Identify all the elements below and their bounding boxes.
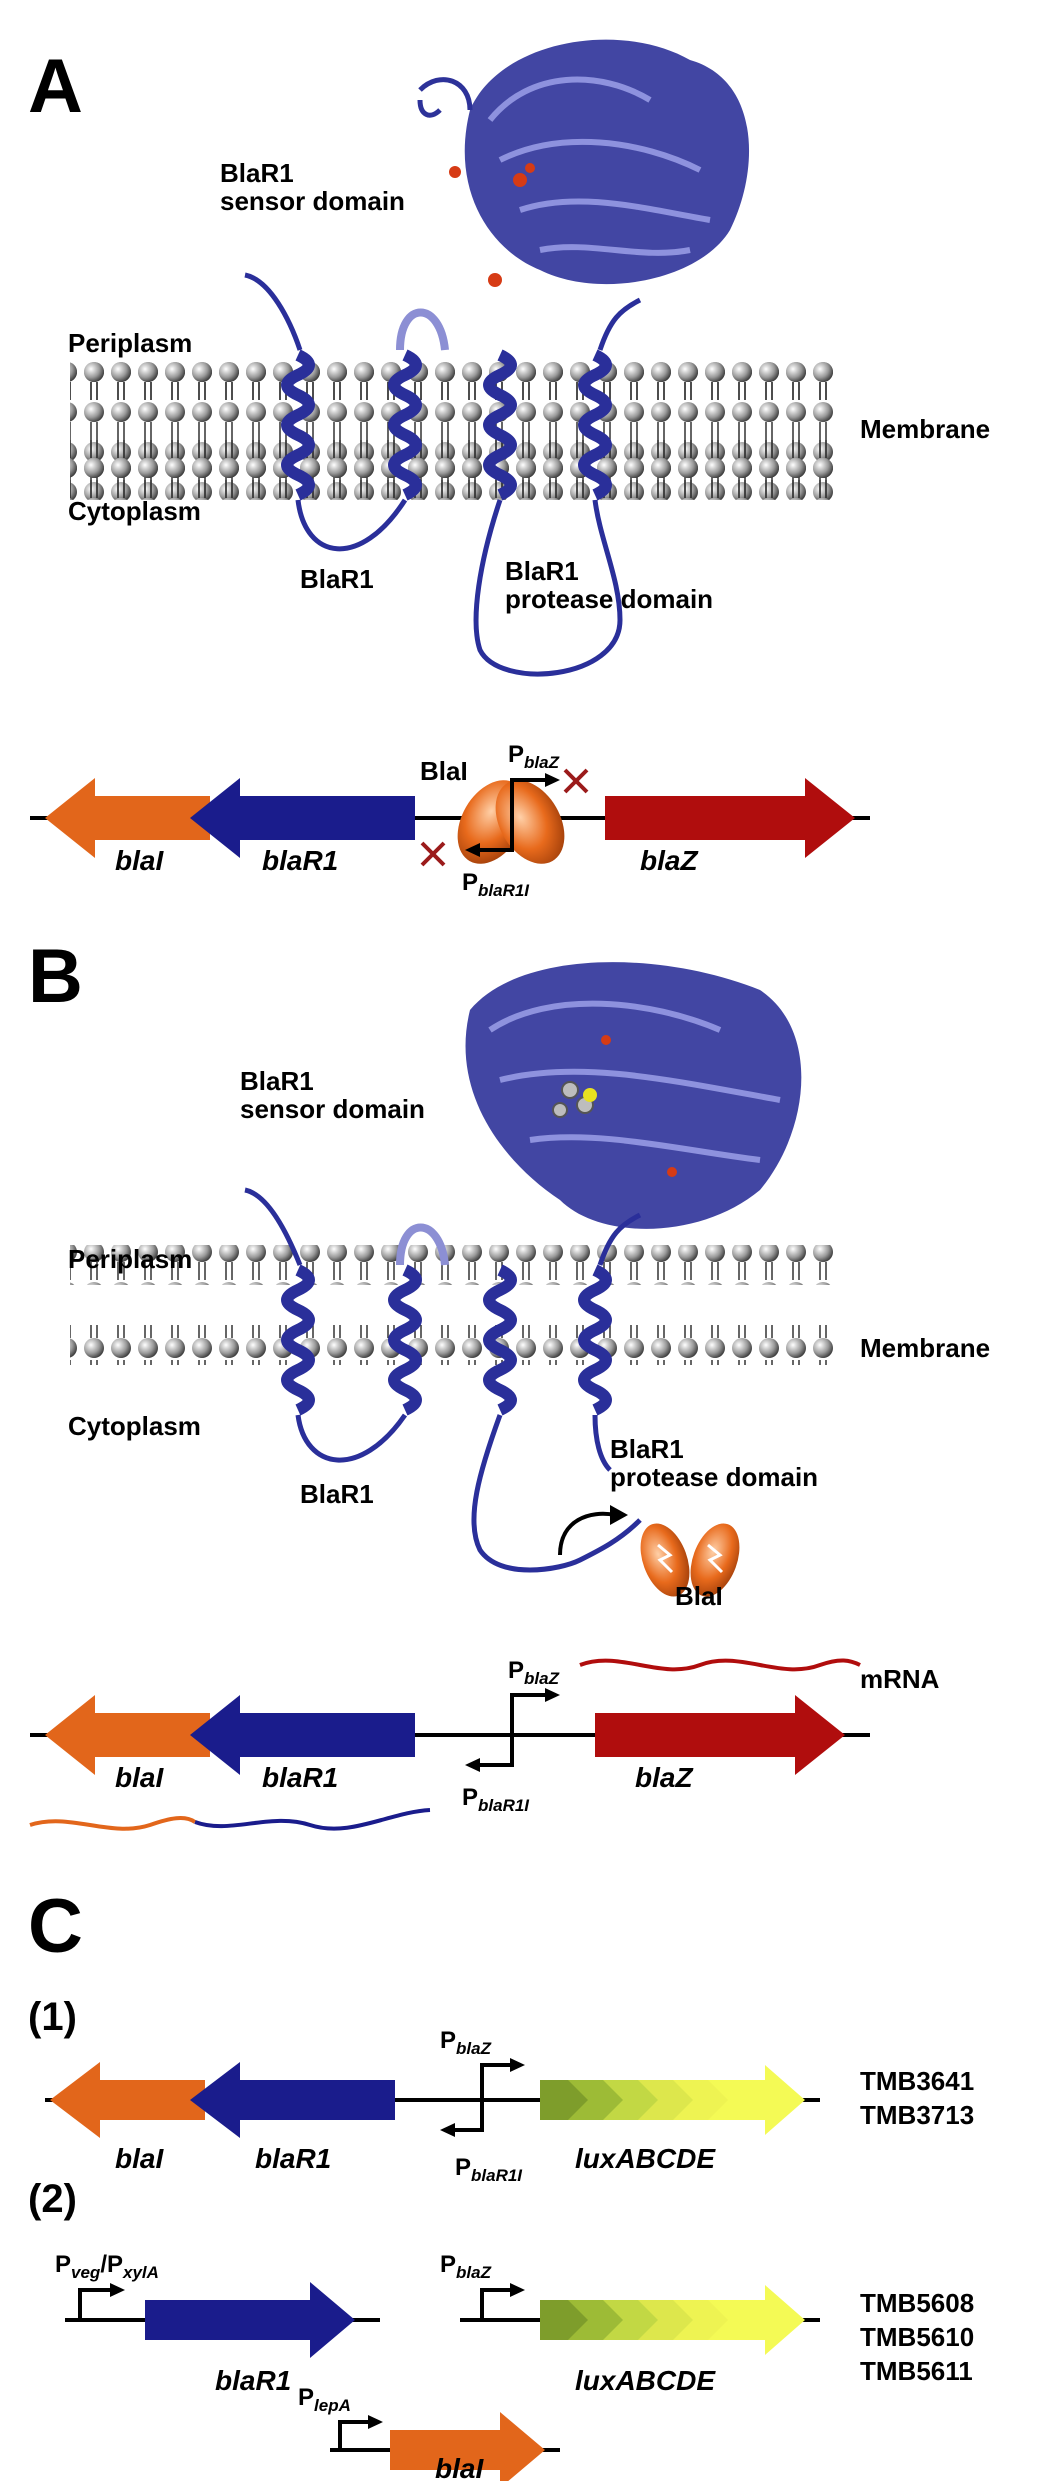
pveg-pxyla-label: Pveg/PxylA xyxy=(55,2251,159,2282)
pblar1i-label-c1: PblaR1I xyxy=(455,2154,523,2185)
blaz-gene-arrow-a xyxy=(605,778,855,858)
protease-domain-label-a: BlaR1 protease domain xyxy=(505,556,713,614)
construct-1-label: (1) xyxy=(28,1995,77,2039)
blar1-gene-arrow-c1 xyxy=(190,2062,395,2138)
blai-protein-label-a: BlaI xyxy=(420,756,468,786)
pblaz-label-a: PblaZ xyxy=(508,741,560,772)
construct-2-label: (2) xyxy=(28,2177,77,2221)
mrna-blai-wave xyxy=(29,1816,197,1831)
membrane-label-a: Membrane xyxy=(860,414,990,444)
blar1-gene-arrow-b xyxy=(190,1695,415,1775)
pblar1i-label-b: PblaR1I xyxy=(462,1784,530,1815)
membrane-label-b: Membrane xyxy=(860,1333,990,1363)
blai-gene-arrow-c2 xyxy=(390,2412,545,2481)
panel-a: A BlaR1 sensor domain Periplasm Cytoplas… xyxy=(28,39,990,900)
blar1-transmembrane-b xyxy=(244,1187,642,1573)
blai-gene-arrow-c1 xyxy=(50,2062,205,2138)
blar1-gene-label-c1: blaR1 xyxy=(255,2143,331,2174)
construct-1-map: blaI blaR1 luxABCDE PblaZ PblaR1I TMB364… xyxy=(45,2027,974,2185)
panel-c: C (1) blaI blaR1 luxABCDE PblaZ PblaR xyxy=(28,1884,974,2481)
pblaz-label-c1: PblaZ xyxy=(440,2027,492,2058)
membrane-top-leaflet-b xyxy=(70,1245,840,1285)
membrane-bottom-leaflet-b xyxy=(70,1325,840,1365)
sensor-domain-structure xyxy=(417,39,750,287)
panel-letter-c: C xyxy=(28,1884,83,1969)
mrna-blaz-wave xyxy=(579,1658,861,1672)
pblar1i-label-a: PblaR1I xyxy=(462,869,530,900)
blar1-gene-arrow-a xyxy=(190,778,415,858)
periplasm-label-a: Periplasm xyxy=(68,328,192,358)
strain-tmb5611: TMB5611 xyxy=(860,2356,973,2386)
sensor-domain-structure-b xyxy=(465,962,802,1229)
periplasm-label-b: Periplasm xyxy=(68,1244,192,1274)
blai-gene-label-a: blaI xyxy=(115,845,164,876)
lux-gene-label-c2: luxABCDE xyxy=(575,2365,716,2396)
pblaz-label-c2: PblaZ xyxy=(440,2251,492,2282)
blar1-gene-label-b: blaR1 xyxy=(262,1762,338,1793)
blai-gene-arrow-b xyxy=(45,1695,210,1775)
blai-gene-label-c1: blaI xyxy=(115,2143,164,2174)
strain-tmb3641: TMB3641 xyxy=(860,2066,974,2096)
strain-tmb5608: TMB5608 xyxy=(860,2288,974,2318)
blai-protein-label-b: BlaI xyxy=(675,1581,723,1611)
blar1-gene-label-c2: blaR1 xyxy=(215,2365,291,2396)
protease-domain-label-b: BlaR1 protease domain xyxy=(610,1434,818,1492)
blar1-gene-label-a: blaR1 xyxy=(262,845,338,876)
lux-operon-arrows-c1 xyxy=(540,2065,805,2135)
panel-letter-a: A xyxy=(28,44,83,129)
mrna-label-b: mRNA xyxy=(860,1664,940,1694)
blaz-gene-label-a: blaZ xyxy=(640,845,698,876)
strain-tmb5610: TMB5610 xyxy=(860,2322,974,2352)
cytoplasm-label-a: Cytoplasm xyxy=(68,496,201,526)
lux-operon-arrows-c2 xyxy=(540,2285,805,2355)
plepa-label: PlepA xyxy=(298,2384,351,2415)
blocked-transcription-x-a xyxy=(420,768,589,867)
blaz-gene-label-b: blaZ xyxy=(635,1762,693,1793)
construct-2-map: Pveg/PxylA blaR1 PblaZ luxABCDE PlepA xyxy=(55,2251,974,2481)
gene-map-b: blaI blaR1 blaZ PblaZ PblaR1I mRNA xyxy=(29,1657,940,1831)
cytoplasm-label-b: Cytoplasm xyxy=(68,1411,201,1441)
cleavage-arrow-b xyxy=(558,1511,616,1556)
blai-gene-label-b: blaI xyxy=(115,1762,164,1793)
blar1-gene-arrow-c2 xyxy=(145,2282,355,2358)
strain-tmb3713: TMB3713 xyxy=(860,2100,974,2130)
lux-gene-label-c1: luxABCDE xyxy=(575,2143,716,2174)
panel-b: B BlaR1 sensor domain Periplasm Cytoplas… xyxy=(28,934,990,1831)
sensor-domain-label-b: BlaR1 sensor domain xyxy=(240,1066,425,1124)
blar1-label-a: BlaR1 xyxy=(300,564,374,594)
pblaz-label-b: PblaZ xyxy=(508,1657,560,1688)
blar1-label-b: BlaR1 xyxy=(300,1479,374,1509)
blar1-transmembrane-a xyxy=(244,272,642,677)
mrna-blar1-wave xyxy=(194,1808,431,1831)
blai-gene-arrow-a xyxy=(45,778,210,858)
blaz-gene-arrow-b xyxy=(595,1695,845,1775)
gene-map-a: blaI blaR1 blaZ BlaI PblaZ PblaR1I xyxy=(30,741,870,900)
panel-letter-b: B xyxy=(28,934,83,1019)
blai-cleaved-b xyxy=(640,1523,740,1597)
blai-gene-label-c2: blaI xyxy=(435,2453,484,2481)
sensor-domain-label-a: BlaR1 sensor domain xyxy=(220,158,405,216)
